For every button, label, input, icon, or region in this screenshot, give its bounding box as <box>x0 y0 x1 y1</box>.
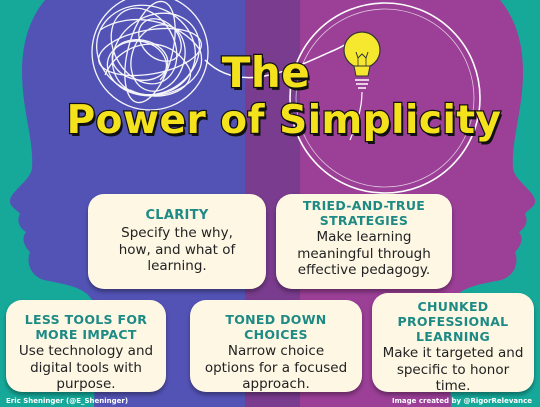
title-line-1: The <box>220 47 311 99</box>
card-body: Narrow choice options for a focused appr… <box>204 343 348 392</box>
card-body: Specify the why, how, and what of learni… <box>118 225 236 274</box>
card-heading: TONED DOWN CHOICES <box>225 312 327 342</box>
card-heading: CHUNKED PROFESSIONAL LEARNING <box>397 299 509 344</box>
footer-credit-left: Eric Sheninger (@E_Sheninger) <box>6 397 129 405</box>
card-clarity: CLARITY Specify the why, how, and what o… <box>88 194 266 289</box>
card-heading: TRIED-AND-TRUE STRATEGIES <box>302 198 426 228</box>
card-toned-down-choices: TONED DOWN CHOICES Narrow choice options… <box>190 300 362 392</box>
title-line-2: Power of Simplicity <box>65 97 502 145</box>
card-body: Make it targeted and specific to honor t… <box>382 345 524 394</box>
footer-credit-right: Image created by @RigorRelevance <box>392 397 532 405</box>
card-chunked-professional-learning: CHUNKED PROFESSIONAL LEARNING Make it ta… <box>372 293 534 394</box>
light-bulb-icon <box>343 31 381 141</box>
card-body: Use technology and digital tools with pu… <box>18 343 154 392</box>
card-heading: CLARITY <box>145 208 209 223</box>
card-body: Make learning meaningful through effecti… <box>297 229 431 278</box>
card-less-tools-for-more-impact: LESS TOOLS FOR MORE IMPACT Use technolog… <box>6 300 166 392</box>
simple-circle <box>289 2 481 194</box>
card-tried-and-true-strategies: TRIED-AND-TRUE STRATEGIES Make learning … <box>276 194 452 289</box>
scribble-tangle <box>91 0 209 111</box>
card-heading: LESS TOOLS FOR MORE IMPACT <box>24 312 148 342</box>
